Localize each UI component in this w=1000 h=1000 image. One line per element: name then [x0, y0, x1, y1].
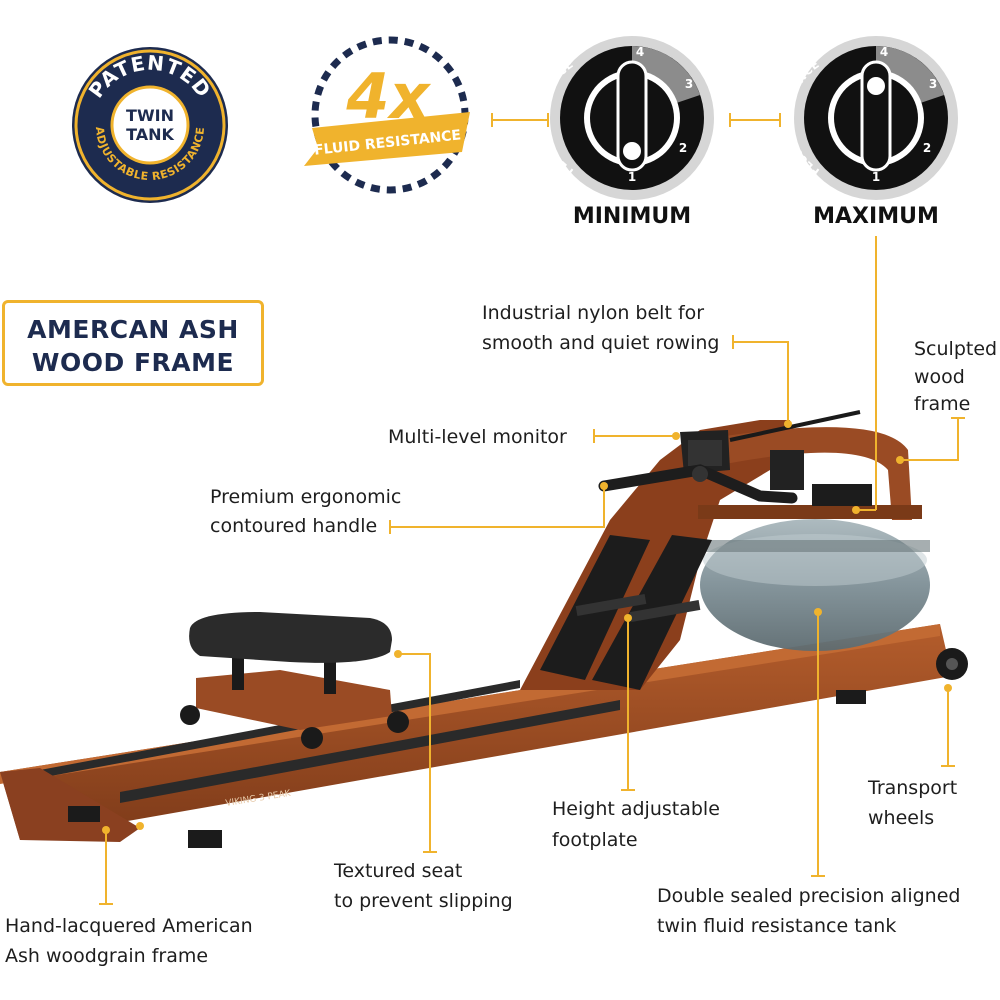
callout-sculpted-line2: wood: [914, 366, 965, 388]
callout-footplate-line2: footplate: [552, 829, 638, 851]
callout-handle-line1: Premium ergonomic: [210, 486, 402, 508]
dial-max-tick-2: 2: [923, 141, 931, 155]
dial-maximum: FLUID RESISTANCE 1 2 3 4: [782, 36, 958, 200]
leader-dots: [102, 420, 952, 834]
dial-max-tick-1: 1: [872, 170, 880, 184]
dial-minimum-caption: MINIMUM: [572, 204, 692, 229]
patented-badge: PATENTED ADJUSTABLE RESISTANCE TWIN TANK: [72, 47, 228, 203]
callout-footplate-line1: Height adjustable: [552, 798, 720, 820]
dial-max-tick-3: 3: [929, 77, 937, 91]
callout-sculpted-line1: Sculpted: [914, 338, 998, 360]
callout-seat-line2: to prevent slipping: [334, 890, 513, 912]
badge-center-line2: TANK: [126, 125, 174, 144]
rowing-machine: VIKING 3 PEAK: [0, 410, 968, 848]
callout-monitor: Multi-level monitor: [388, 426, 567, 448]
dial-min-tick-3: 3: [685, 77, 693, 91]
dial-minimum: FLUID RESISTANCE 1 2 3 4: [536, 36, 714, 200]
frame-heading-line2: WOOD FRAME: [31, 348, 235, 377]
four-x-emblem: 4x FLUID RESISTANCE: [304, 36, 470, 194]
frame-heading-line1: AMERCAN ASH: [27, 315, 239, 344]
callout-handle-line2: contoured handle: [210, 515, 378, 537]
dial-min-tick-4: 4: [636, 45, 644, 59]
callout-transport-line1: Transport: [868, 777, 958, 799]
callout-transport-line2: wheels: [868, 807, 935, 829]
callout-sculpted-line3: frame: [914, 393, 971, 415]
dial-min-tick-2: 2: [679, 141, 687, 155]
dial-maximum-caption: MAXIMUM: [813, 204, 939, 229]
callout-tank-line2: twin fluid resistance tank: [657, 915, 897, 937]
frame-heading-box: AMERCAN ASH WOOD FRAME: [2, 300, 264, 386]
callout-belt-line2: smooth and quiet rowing: [482, 332, 720, 354]
callout-frame-line1: Hand-lacquered American: [5, 915, 253, 937]
leader-lines: [99, 236, 965, 905]
callout-tank-line1: Double sealed precision aligned: [657, 885, 961, 907]
badge-center-line1: TWIN: [126, 106, 174, 125]
connector-lines: [491, 113, 781, 127]
dial-min-tick-1: 1: [628, 170, 636, 184]
callout-frame-line2: Ash woodgrain frame: [5, 945, 209, 967]
callout-seat-line1: Textured seat: [334, 860, 463, 882]
callout-belt-line1: Industrial nylon belt for: [482, 302, 705, 324]
dial-max-tick-4: 4: [880, 45, 888, 59]
